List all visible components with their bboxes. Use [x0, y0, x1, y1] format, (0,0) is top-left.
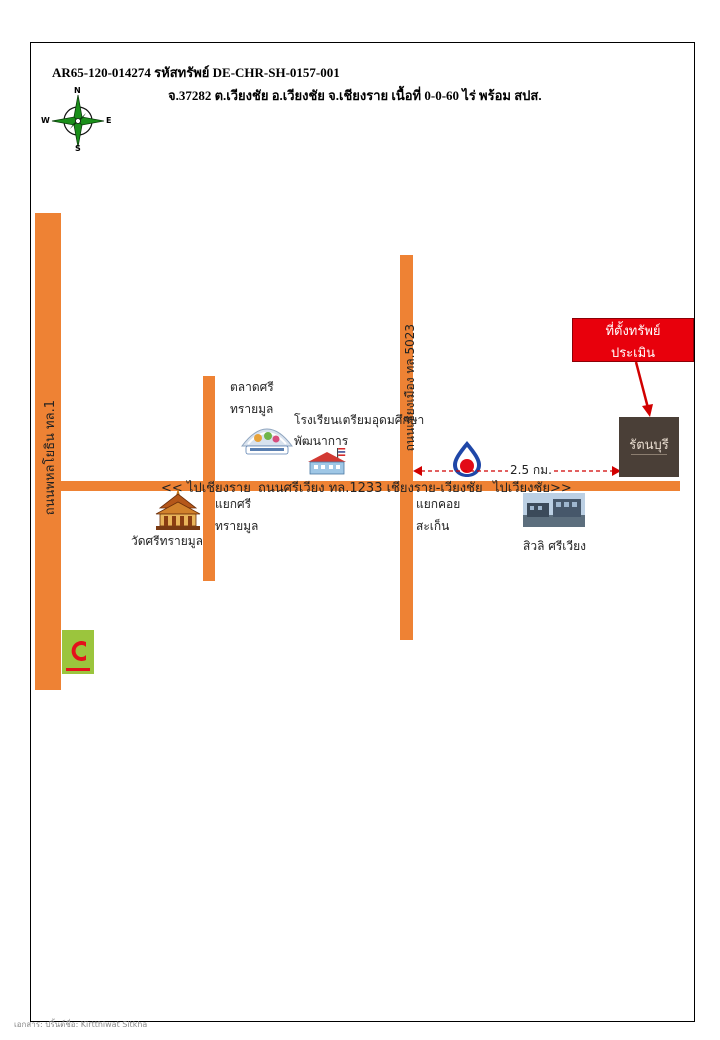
- road-main: [61, 481, 680, 491]
- footer-note: เอกสาร: ปริ้นต์ชื่อ: Kirtthiwat Sitkha: [14, 1020, 148, 1029]
- gas-station-icon: [450, 440, 484, 478]
- school-label-1: โรงเรียนเตรียมอุดมศึกษา: [294, 413, 425, 427]
- temple-icon: [154, 488, 202, 530]
- compass-w: W: [41, 116, 50, 125]
- compass-e: E: [106, 116, 112, 125]
- road-west-label: ถนนพหลโยธิน ทล.1: [43, 400, 58, 516]
- distance-arrow: [413, 463, 621, 477]
- junction-label-1: แยกศรี: [215, 497, 252, 511]
- distance-label: 2.5 กม.: [508, 461, 554, 480]
- compass-s: S: [75, 144, 81, 153]
- road-middle: [400, 255, 413, 640]
- road-main-label: ถนนศรีเวียง ทล.1233 เชียงราย-เวียงชัย: [258, 481, 483, 496]
- header-detail: จ.37282 ต.เวียงชัย อ.เวียงชัย จ.เชียงราย…: [168, 88, 542, 103]
- junction2-label-1: แยกคอย: [416, 497, 461, 511]
- compass-icon: N S E W: [40, 86, 116, 154]
- road-west: [35, 213, 61, 690]
- property-callout: ที่ตั้งทรัพย์ ประเมิน: [572, 318, 694, 362]
- property-icon: รัตนบุรี: [619, 417, 679, 477]
- market-icon: [238, 414, 296, 458]
- compass-n: N: [74, 86, 81, 95]
- junction2-label-2: สะเก็น: [416, 519, 450, 533]
- bigc-logo: [62, 630, 94, 674]
- school-icon: [306, 446, 348, 476]
- market-label-2: ทรายมูล: [230, 402, 274, 416]
- school-label-2: พัฒนาการ: [294, 434, 349, 448]
- header-code: AR65-120-014274 รหัสทรัพย์ DE-CHR-SH-015…: [52, 65, 340, 80]
- building-label: สิวลิ ศรีเวียง: [523, 539, 587, 553]
- callout-line-1: ที่ตั้งทรัพย์: [605, 324, 661, 339]
- road-to-right: ไปเวียงชัย>>: [493, 481, 572, 496]
- temple-label: วัดศรีทรายมูล: [131, 534, 203, 548]
- junction-label-2: ทรายมูล: [215, 519, 259, 533]
- road-junction-sritraimool: [203, 376, 215, 581]
- callout-arrow: [628, 361, 658, 418]
- map-frame: [30, 42, 695, 1022]
- road-middle-label: ถนนเชียงเมือง ทล.5023: [403, 324, 417, 452]
- building-photo: [523, 493, 585, 527]
- callout-line-2: ประเมิน: [610, 346, 656, 361]
- market-label-1: ตลาดศรี: [230, 380, 274, 394]
- road-to-left: << ไปเชียงราย: [161, 481, 251, 496]
- property-name: รัตนบุรี: [629, 438, 669, 453]
